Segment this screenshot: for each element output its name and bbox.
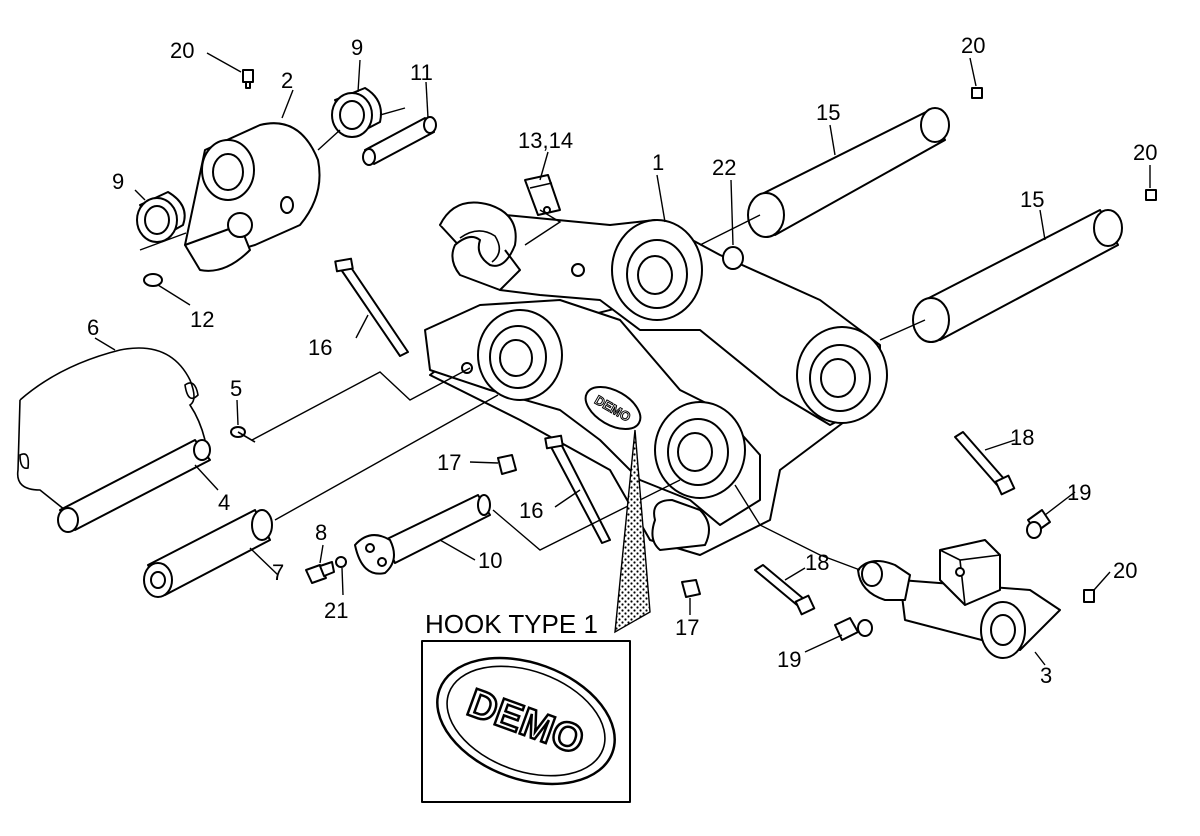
bushing-part-9-upper bbox=[331, 87, 382, 138]
callout-15-upper: 15 bbox=[816, 100, 840, 125]
hook-housing-part-2 bbox=[184, 122, 321, 272]
bolt-part-8 bbox=[305, 561, 335, 584]
callout-20-lower-right: 20 bbox=[1113, 558, 1137, 583]
hook-type-detail: HOOK TYPE 1 DEMO bbox=[421, 609, 631, 803]
latch-part-13-14 bbox=[524, 174, 561, 216]
callout-6: 6 bbox=[87, 315, 99, 340]
snap-ring-part-12 bbox=[143, 273, 163, 287]
callout-19-lower: 19 bbox=[777, 647, 801, 672]
callout-7: 7 bbox=[272, 560, 284, 585]
pin-part-4 bbox=[57, 439, 211, 533]
callout-labels: 20 2 9 11 9 12 13,14 1 22 20 15 20 15 16… bbox=[87, 33, 1157, 688]
callout-19-upper: 19 bbox=[1067, 480, 1091, 505]
callout-21: 21 bbox=[324, 598, 348, 623]
sleeve-part-7 bbox=[143, 509, 273, 598]
callout-17-right: 17 bbox=[675, 615, 699, 640]
nut-part-17-a bbox=[497, 454, 517, 475]
callout-9-upper: 9 bbox=[351, 35, 363, 60]
callout-20-top-left: 20 bbox=[170, 38, 194, 63]
callout-18-upper: 18 bbox=[1010, 425, 1034, 450]
detail-pointer bbox=[614, 429, 651, 634]
callout-3: 3 bbox=[1040, 663, 1052, 688]
elbow-fitting-part-19-upper bbox=[1026, 509, 1051, 539]
frame-boss-rear-bottom bbox=[796, 326, 888, 424]
main-pin-part-15-lower bbox=[912, 209, 1123, 343]
callout-1: 1 bbox=[652, 150, 664, 175]
washer-part-21 bbox=[335, 556, 347, 568]
leader-lines bbox=[94, 52, 1151, 666]
callout-5: 5 bbox=[230, 376, 242, 401]
callout-10: 10 bbox=[478, 548, 502, 573]
detail-caption: HOOK TYPE 1 bbox=[425, 609, 598, 639]
pin-part-11 bbox=[362, 116, 437, 166]
pin-part-10 bbox=[354, 494, 491, 575]
main-frame-part-1: DEMO bbox=[424, 201, 888, 556]
nut-part-17-b bbox=[681, 579, 701, 598]
callout-16-upper: 16 bbox=[308, 335, 332, 360]
callout-17-left: 17 bbox=[437, 450, 461, 475]
callout-20-top-right: 20 bbox=[961, 33, 985, 58]
clip-part-5 bbox=[230, 426, 256, 443]
callout-18-lower: 18 bbox=[805, 550, 829, 575]
callout-22: 22 bbox=[712, 155, 736, 180]
grease-nipple-part-20-d bbox=[1083, 589, 1095, 603]
callout-20-right: 20 bbox=[1133, 140, 1157, 165]
bolt-part-16-upper bbox=[334, 257, 409, 357]
frame-boss-front-top bbox=[477, 309, 563, 401]
hydraulic-cylinder-part-3 bbox=[857, 539, 1061, 659]
callout-15-lower: 15 bbox=[1020, 187, 1044, 212]
grease-nipple-part-20-a bbox=[242, 69, 254, 89]
callout-2: 2 bbox=[281, 68, 293, 93]
hose-fitting-part-18-upper bbox=[954, 431, 1016, 496]
grease-nipple-part-20-c bbox=[1145, 189, 1157, 201]
safety-wire-part-6 bbox=[16, 347, 206, 511]
bolt-part-16-lower bbox=[544, 434, 611, 544]
callout-9-lower: 9 bbox=[112, 169, 124, 194]
elbow-fitting-part-19-lower bbox=[834, 617, 873, 641]
frame-boss-front-bottom bbox=[654, 401, 746, 499]
callout-11: 11 bbox=[410, 60, 433, 85]
main-pin-part-15-upper bbox=[747, 107, 950, 238]
bushing-part-9-lower bbox=[136, 191, 186, 243]
o-ring-part-22 bbox=[722, 246, 744, 270]
callout-4: 4 bbox=[218, 490, 230, 515]
callout-13-14: 13,14 bbox=[518, 128, 573, 153]
callout-12: 12 bbox=[190, 307, 214, 332]
grease-nipple-part-20-b bbox=[971, 87, 983, 99]
frame-logo-plate: DEMO bbox=[584, 385, 642, 431]
hose-fitting-part-18-lower bbox=[754, 564, 816, 616]
detail-logo-plate: DEMO bbox=[436, 656, 616, 786]
callout-16-lower: 16 bbox=[519, 498, 543, 523]
frame-boss-rear-top bbox=[611, 219, 703, 321]
callout-8: 8 bbox=[315, 520, 327, 545]
